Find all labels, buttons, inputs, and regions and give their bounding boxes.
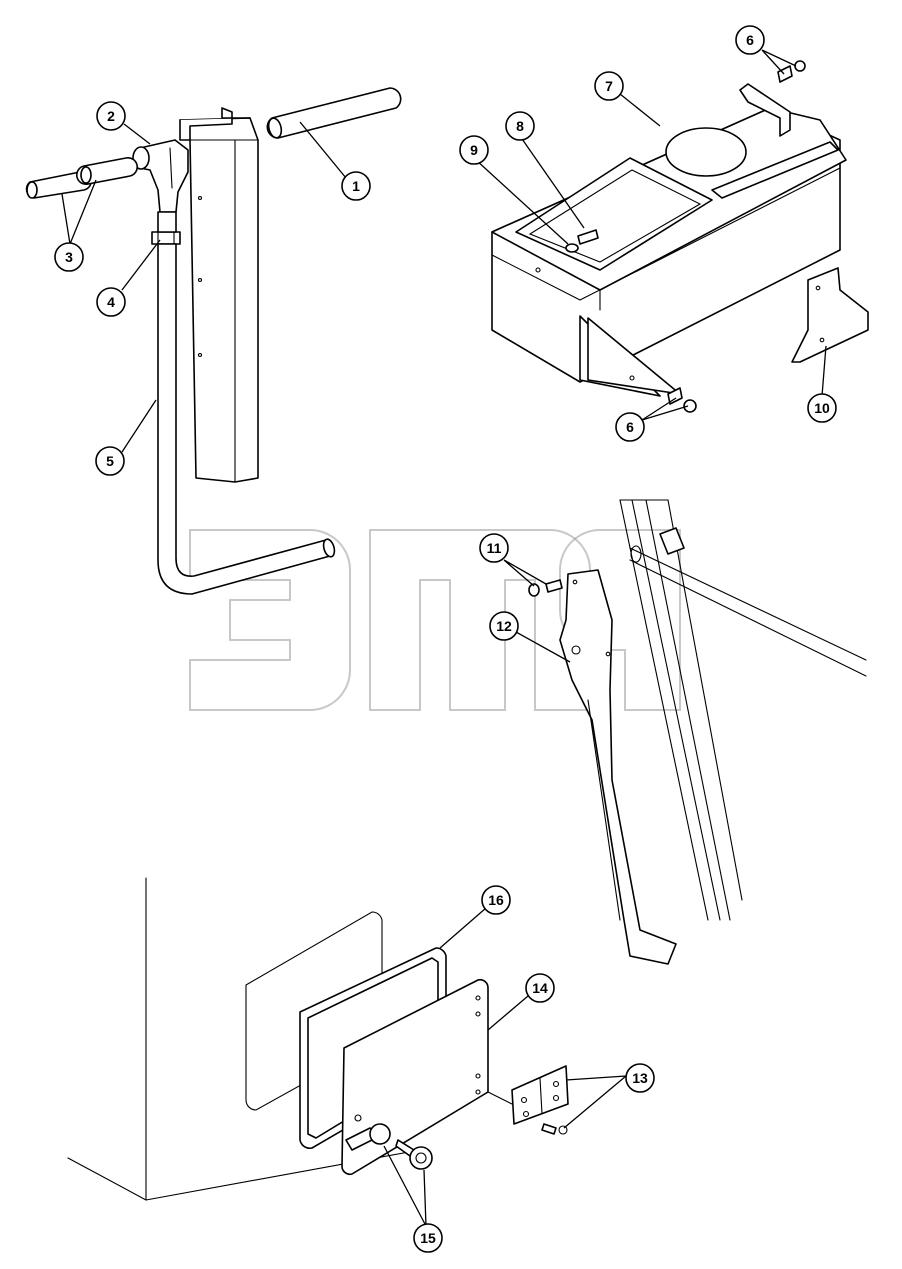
callout-10: 10 — [807, 393, 837, 423]
svg-text:1: 1 — [352, 178, 360, 194]
handle-grips-part-3 — [25, 156, 139, 199]
svg-text:15: 15 — [420, 1230, 436, 1246]
svg-text:11: 11 — [487, 540, 502, 556]
callout-14: 14 — [525, 973, 555, 1003]
callout-6-bottom: 6 — [615, 412, 645, 442]
svg-text:9: 9 — [470, 142, 478, 158]
column-assembly — [179, 107, 259, 483]
callout-6-top: 6 — [735, 25, 765, 55]
svg-text:10: 10 — [814, 400, 830, 416]
fasteners-part-6-bottom — [667, 387, 697, 413]
fasteners-part-11 — [528, 579, 563, 597]
hose-clamp-part-4 — [151, 231, 181, 245]
callout-13: 13 — [625, 1063, 655, 1093]
washer-part-9 — [565, 243, 579, 253]
callout-8: 8 — [505, 111, 535, 141]
hose-fitting-part-2 — [132, 139, 189, 213]
latch-part-15 — [345, 1123, 433, 1170]
callout-3: 3 — [54, 242, 84, 272]
svg-text:7: 7 — [605, 78, 613, 94]
svg-text:6: 6 — [746, 32, 754, 48]
hinge-part-13 — [511, 1065, 569, 1135]
svg-text:5: 5 — [106, 453, 114, 469]
svg-text:3: 3 — [65, 249, 73, 265]
cab-pillar — [619, 499, 867, 921]
callout-4: 4 — [96, 287, 126, 317]
callout-9: 9 — [459, 135, 489, 165]
svg-text:13: 13 — [632, 1070, 648, 1086]
svg-text:2: 2 — [107, 108, 115, 124]
callout-7: 7 — [594, 71, 624, 101]
callout-2: 2 — [96, 101, 126, 131]
leader-lines — [61, 49, 827, 1227]
callout-12: 12 — [489, 611, 519, 641]
callout-15: 15 — [413, 1223, 443, 1253]
console-box-part-7 — [491, 83, 847, 397]
svg-text:16: 16 — [488, 892, 504, 908]
fasteners-part-6-top — [777, 60, 806, 83]
callout-11: 11 — [479, 533, 509, 563]
callout-5: 5 — [95, 446, 125, 476]
svg-text:6: 6 — [626, 419, 634, 435]
screw-part-8 — [577, 229, 599, 245]
callout-1: 1 — [341, 171, 371, 201]
svg-text:14: 14 — [532, 980, 548, 996]
handle-part-1 — [266, 87, 402, 139]
bracket-part-10 — [791, 267, 869, 363]
svg-text:4: 4 — [107, 294, 115, 310]
svg-text:12: 12 — [496, 618, 512, 634]
hose-part-5 — [157, 211, 336, 595]
svg-text:8: 8 — [516, 118, 524, 134]
callout-16: 16 — [481, 885, 511, 915]
